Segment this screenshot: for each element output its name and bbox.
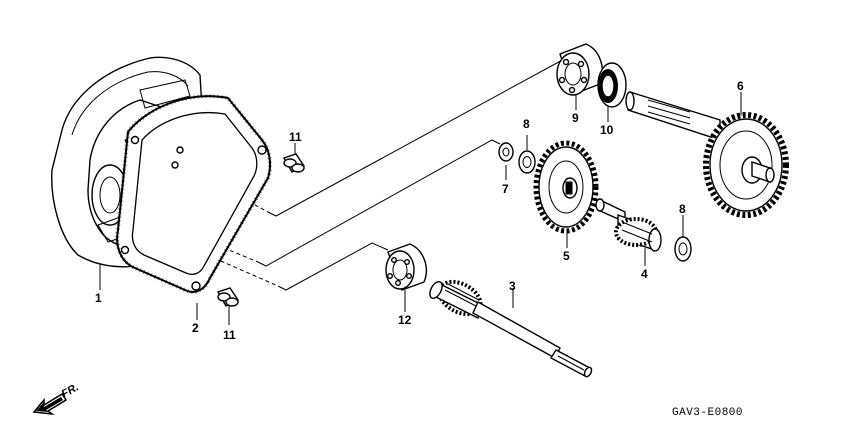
- ball-bearing-icon: [385, 243, 428, 291]
- drive-shaft-icon: [429, 279, 593, 378]
- part-number-12: 12: [398, 313, 412, 327]
- washer-icon: [498, 142, 514, 162]
- dowel-pin-icon: [216, 287, 240, 307]
- part-number-1: 1: [95, 291, 102, 305]
- part-number-6: 6: [737, 79, 744, 93]
- part-number-8: 8: [523, 117, 530, 131]
- ball-bearing-icon: [556, 43, 604, 96]
- part-number-3: 3: [509, 279, 516, 293]
- part-number-8: 8: [679, 202, 686, 216]
- part-number-11: 11: [289, 130, 302, 144]
- oil-seal-icon: [597, 62, 627, 108]
- countershaft-gear-icon: [533, 140, 599, 234]
- dowel-pin-icon: [282, 153, 306, 173]
- front-direction-arrow-icon: FR.: [32, 381, 81, 416]
- gasket-icon: [115, 94, 272, 294]
- washer-icon: [518, 150, 536, 174]
- part-number-2: 2: [192, 321, 199, 335]
- direction-label: FR.: [60, 381, 81, 400]
- part-number-10: 10: [600, 123, 614, 137]
- countershaft-icon: [595, 198, 662, 252]
- part-number-9: 9: [572, 111, 579, 125]
- part-number-11: 11: [223, 328, 236, 342]
- part-numbers: 1 2 3 4 5 6 7 8 8 9 10 11 11 12: [95, 79, 744, 342]
- washer-icon: [674, 236, 692, 262]
- part-number-5: 5: [563, 249, 570, 263]
- part-number-4: 4: [641, 267, 648, 281]
- part-number-7: 7: [502, 182, 509, 196]
- diagram-code: GAV3-E0800: [672, 407, 743, 419]
- final-shaft-gear-icon: [625, 91, 789, 218]
